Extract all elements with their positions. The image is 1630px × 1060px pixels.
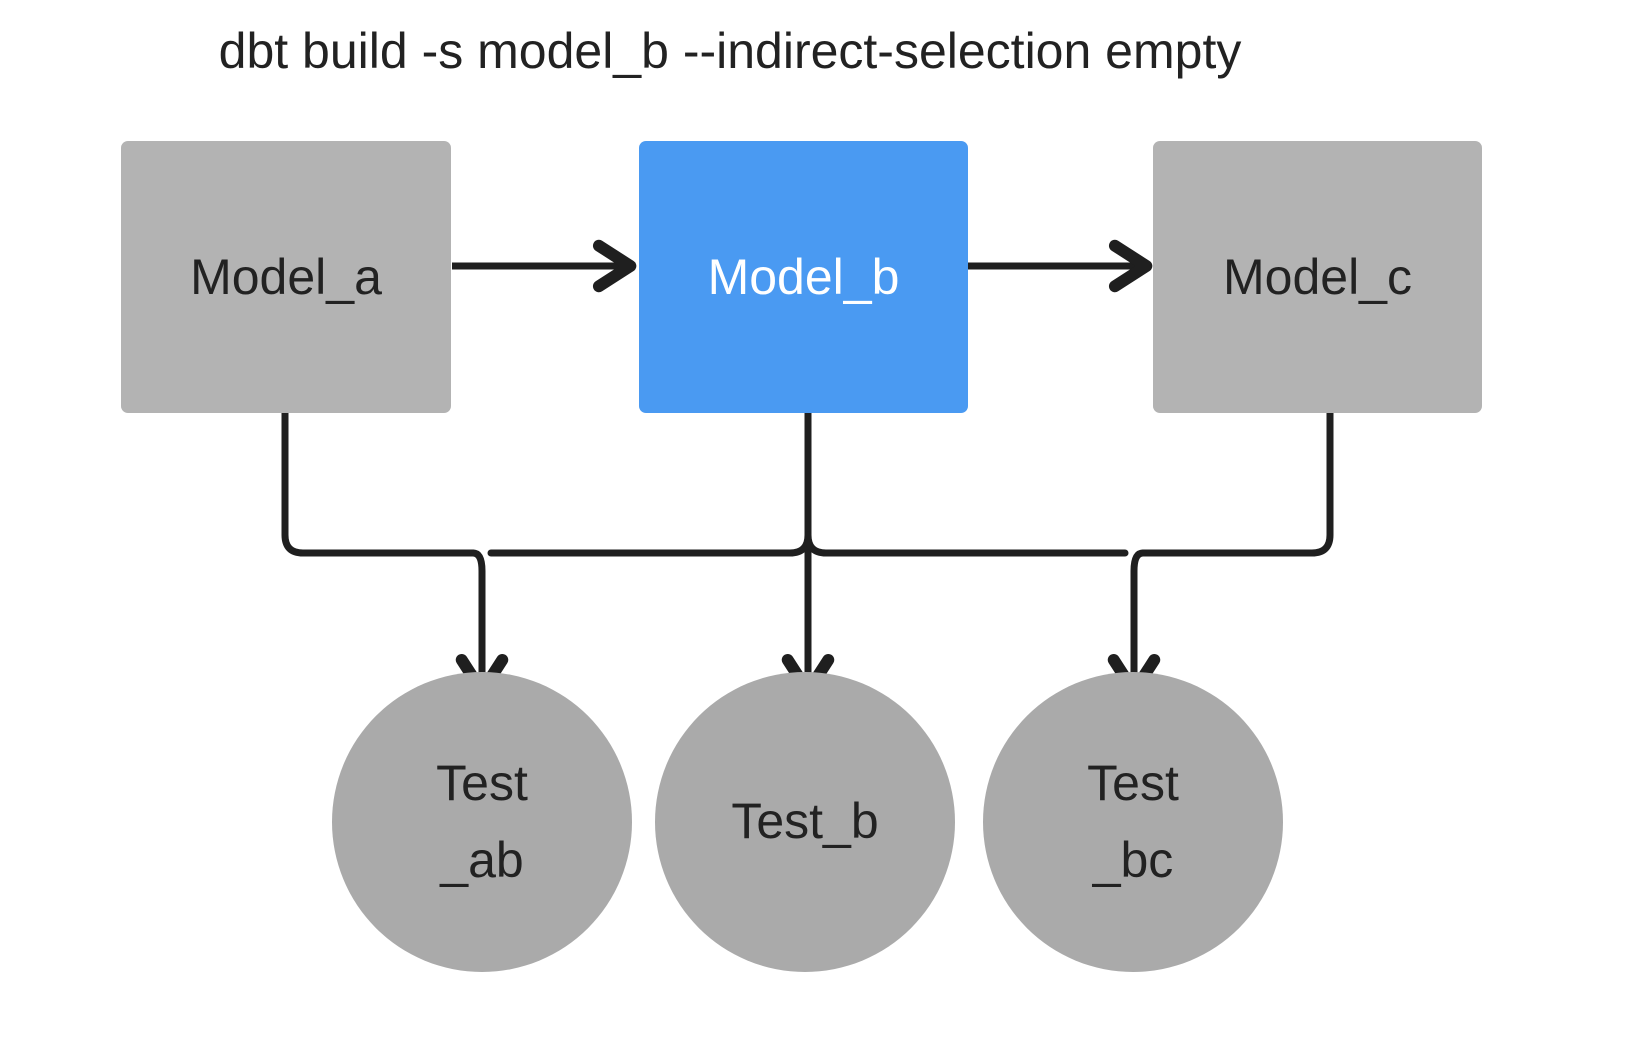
node-test-b-label-line1: Test_b	[731, 793, 879, 850]
node-test-ab-label-line1: Test	[436, 754, 528, 811]
edge-model-b-to-test-bc	[804, 531, 1129, 557]
node-model-c-label: Model_c	[1223, 248, 1412, 305]
edge-junction-right-spur	[1130, 549, 1147, 694]
node-test-b[interactable]: Test_b	[655, 672, 955, 972]
node-test-bc-label-line1: Test	[1087, 754, 1179, 811]
node-model-b-label: Model_b	[707, 248, 900, 305]
node-model-b[interactable]: Model_b	[639, 141, 968, 413]
node-model-a-label: Model_a	[190, 248, 382, 305]
node-model-c[interactable]: Model_c	[1153, 141, 1482, 413]
node-test-ab-label-line2: _ab	[440, 832, 524, 888]
node-test-bc[interactable]: Test _bc	[983, 672, 1283, 972]
diagram-title: dbt build -s model_b --indirect-selectio…	[218, 23, 1242, 79]
edge-model-a-to-test-ab	[281, 409, 477, 557]
node-test-bc-label-line2: _bc	[1092, 832, 1174, 888]
node-test-ab[interactable]: Test _ab	[332, 672, 632, 972]
node-model-a[interactable]: Model_a	[121, 141, 451, 413]
edge-model-c-to-test-bc	[1139, 409, 1334, 557]
edge-junction-left-spur	[469, 549, 486, 694]
edge-model-b-to-test-ab	[487, 409, 812, 557]
